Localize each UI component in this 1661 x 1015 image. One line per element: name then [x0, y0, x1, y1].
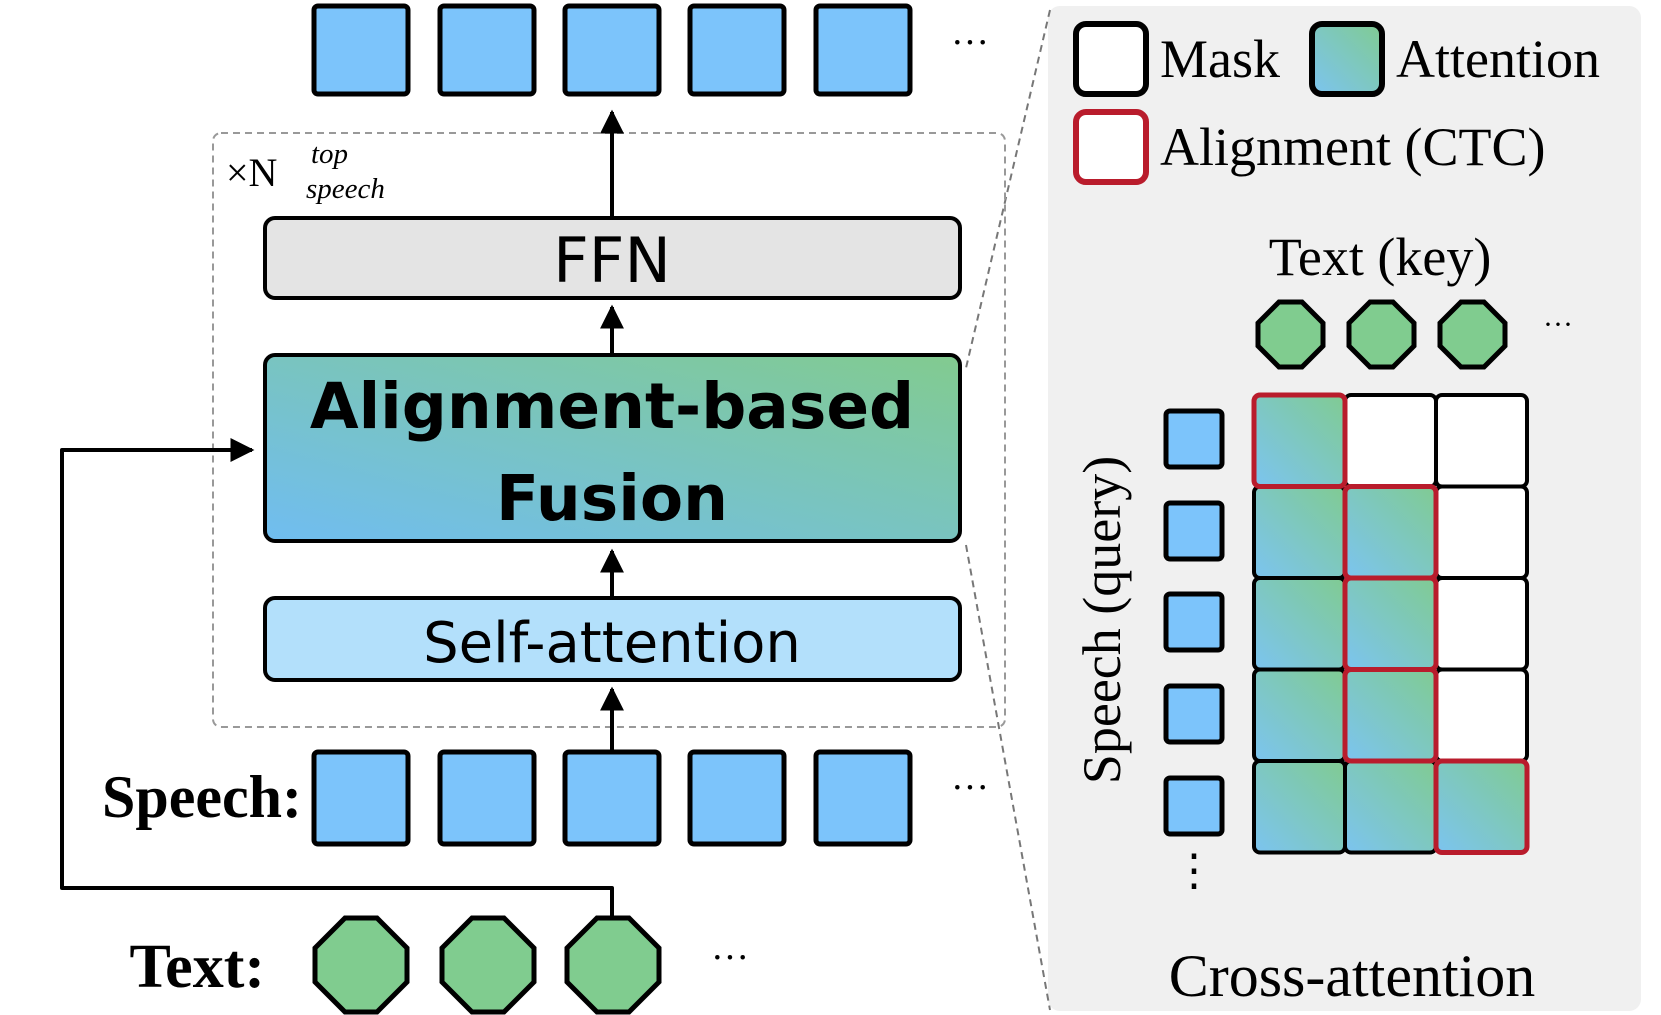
self-attention-label: Self-attention: [423, 611, 801, 676]
speech-input-label: Speech:: [102, 764, 302, 830]
matrix-cell-attention: [1252, 484, 1347, 580]
matrix-cell-attention: [1343, 576, 1438, 672]
key-ellipsis: ···: [1543, 308, 1573, 341]
fusion-label-line1: Alignment-based: [310, 370, 914, 443]
matrix-cell-mask: [1343, 393, 1438, 489]
speech-token: [813, 749, 913, 847]
text-token: [439, 915, 537, 1015]
text-key-label: Text (key): [1269, 227, 1492, 287]
repeat-superscript: top: [311, 138, 348, 170]
legend-attention-label: Attention: [1396, 29, 1600, 89]
matrix-cell-attention: [1343, 759, 1438, 855]
matrix-cell-mask: [1434, 484, 1529, 580]
cross-attention-matrix: [1251, 392, 1530, 855]
query-ellipsis: ⋮: [1172, 846, 1216, 895]
speech-token: [311, 749, 411, 847]
arrow-text-to-fusion: [60, 438, 614, 918]
key-token: [1437, 299, 1508, 370]
output-token: [813, 3, 913, 97]
legend-alignment-label: Alignment (CTC): [1160, 117, 1545, 177]
query-token: [1163, 591, 1225, 653]
key-token: [1255, 299, 1326, 370]
cross-attention-title: Cross-attention: [1169, 943, 1536, 1009]
speech-tokens: [311, 749, 913, 847]
repeat-subscript: speech: [306, 173, 385, 205]
matrix-cell-attention: [1343, 484, 1438, 580]
matrix-cell-attention: [1343, 667, 1438, 763]
repeat-count-label: ×N top speech: [226, 138, 385, 205]
speech-token: [437, 749, 537, 847]
output-token: [562, 3, 662, 97]
matrix-cell-mask: [1434, 576, 1529, 672]
text-token: [564, 915, 662, 1015]
output-token: [687, 3, 787, 97]
output-token: [311, 3, 411, 97]
speech-token: [687, 749, 787, 847]
alignment-fusion-block: [263, 353, 962, 543]
output-ellipsis: ···: [951, 22, 989, 64]
output-token: [437, 3, 537, 97]
matrix-cell-mask: [1434, 667, 1529, 763]
query-token: [1163, 408, 1225, 470]
matrix-cell-attention: [1434, 759, 1529, 855]
query-token: [1163, 500, 1225, 562]
matrix-cell-mask: [1434, 393, 1529, 489]
legend-attention-swatch: [1309, 21, 1385, 97]
zoom-guide-bottom: [965, 544, 1051, 1011]
matrix-cell-attention: [1252, 667, 1347, 763]
matrix-cell-alignment-outline: [1433, 758, 1530, 855]
text-input-label: Text:: [130, 933, 265, 1001]
text-token: [312, 915, 410, 1015]
text-tokens: [312, 915, 662, 1015]
query-token: [1163, 775, 1225, 837]
matrix-cell-alignment-outline: [1251, 392, 1348, 489]
speech-query-label: Speech (query): [1072, 456, 1132, 784]
query-tokens: [1163, 408, 1225, 837]
legend-mask-swatch: [1073, 21, 1149, 97]
ffn-block: [263, 216, 962, 300]
fusion-label-line2: Fusion: [496, 462, 728, 535]
query-token: [1163, 683, 1225, 745]
matrix-cell-attention: [1252, 759, 1347, 855]
repeat-prefix: ×N: [226, 150, 277, 195]
self-attention-block: [263, 596, 962, 682]
ffn-label: FFN: [553, 224, 671, 297]
speech-ellipsis: ···: [951, 767, 989, 809]
matrix-cell-alignment-outline: [1342, 667, 1439, 764]
zoom-guide-top: [965, 9, 1051, 369]
key-tokens: [1255, 299, 1508, 370]
output-tokens: [311, 3, 913, 97]
key-token: [1346, 299, 1417, 370]
speech-token: [562, 749, 662, 847]
matrix-cell-attention: [1252, 576, 1347, 672]
text-ellipsis: ···: [711, 937, 749, 979]
matrix-cell-attention: [1252, 393, 1347, 489]
legend-mask-label: Mask: [1160, 29, 1280, 89]
legend-alignment-swatch: [1073, 109, 1149, 185]
